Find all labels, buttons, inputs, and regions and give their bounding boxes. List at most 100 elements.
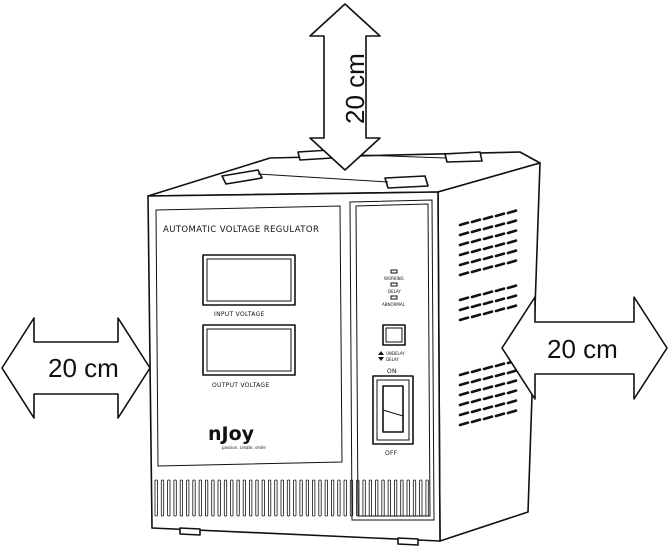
foot-right — [397, 537, 419, 546]
side-vent-slot — [494, 402, 506, 408]
output-voltage-display-inner — [206, 328, 292, 372]
side-vent-slot — [458, 316, 470, 322]
brand-logo: nJoy — [208, 423, 255, 445]
side-vent-slot — [494, 392, 506, 398]
side-vent-slot — [494, 242, 506, 248]
vent-slot — [337, 479, 341, 517]
side-vent-slot — [470, 408, 482, 414]
vent-slot — [286, 479, 291, 517]
vent-slot — [293, 479, 297, 517]
vent-slot — [343, 479, 347, 517]
vent-slot — [406, 479, 410, 517]
power-switch-rocker[interactable] — [382, 385, 404, 433]
side-vent-slot — [458, 231, 470, 237]
vent-slot — [261, 479, 265, 517]
vent-slot — [223, 479, 228, 517]
front-panel-border — [155, 205, 343, 467]
vent-slot — [419, 479, 423, 517]
side-vent-slot — [482, 365, 494, 371]
vent-slot — [267, 479, 272, 517]
power-off-label: OFF — [385, 450, 398, 457]
indicator-delay-label: DELAY — [388, 289, 401, 294]
side-vent-slot — [470, 418, 482, 424]
delay-switch[interactable] — [382, 324, 406, 346]
vent-slot — [393, 479, 398, 517]
side-vent-slot — [458, 241, 470, 247]
side-vent-slot — [470, 218, 482, 224]
front-vent-grille — [154, 479, 429, 517]
side-vent-slot — [494, 252, 506, 258]
side-vent-slot — [470, 258, 482, 264]
left-clearance-arrow — [1, 317, 151, 419]
brand-slogan: passion. create. smile — [222, 445, 266, 450]
vent-slot — [236, 479, 240, 517]
vent-slot — [167, 479, 171, 517]
power-switch-rocker-edge — [382, 409, 404, 417]
vent-slot — [324, 479, 328, 517]
side-vent-slot — [458, 401, 470, 407]
top-handle-right — [384, 175, 429, 189]
side-vent-slot — [470, 388, 482, 394]
regulator-unit: AUTOMATIC VOLTAGE REGULATOR INPUT VOLTAG… — [147, 149, 541, 546]
vent-slot — [387, 479, 391, 517]
undelay-mark-icon — [378, 351, 384, 355]
side-vent-slot — [470, 293, 482, 299]
input-voltage-display — [202, 254, 296, 306]
side-vent-slot — [506, 304, 518, 310]
vent-slot — [412, 479, 417, 517]
vent-slot — [198, 479, 202, 517]
side-vent-slot — [458, 261, 470, 267]
side-vent-slot — [506, 229, 518, 235]
left-clearance-label: 20 cm — [48, 353, 119, 383]
vent-slot — [255, 479, 259, 517]
side-vent-slot — [482, 290, 494, 296]
vent-slot — [217, 479, 221, 517]
vent-slot — [211, 479, 215, 517]
side-vent-slot — [470, 313, 482, 319]
side-vent-slot — [494, 212, 506, 218]
delay-switch-inner — [385, 327, 403, 343]
side-vent-slot — [470, 368, 482, 374]
power-on-label: ON — [387, 368, 397, 375]
power-switch-inner — [376, 379, 410, 441]
side-vent-slot — [506, 219, 518, 225]
vent-slot — [186, 479, 190, 517]
side-vent-grille — [458, 209, 518, 427]
side-vent-slot — [482, 255, 494, 261]
vent-slot — [160, 479, 165, 517]
delay-mark-icon — [378, 357, 384, 361]
vent-slot — [299, 479, 303, 517]
indicator-delay-led — [390, 282, 398, 287]
input-voltage-display-inner — [206, 258, 292, 302]
side-vent-slot — [458, 221, 470, 227]
side-vent-slot — [506, 389, 518, 395]
vent-slot — [179, 479, 183, 517]
side-vent-slot — [458, 306, 470, 312]
top-handle-left — [221, 169, 263, 185]
indicator-working-label: WORKING — [384, 276, 404, 281]
vent-slot — [356, 479, 360, 517]
side-vent-slot — [482, 385, 494, 391]
top-handle-bar — [257, 173, 389, 183]
side-vent-slot — [506, 284, 518, 290]
side-vent-slot — [482, 265, 494, 271]
vent-slot — [375, 479, 379, 517]
device-title: AUTOMATIC VOLTAGE REGULATOR — [163, 225, 319, 235]
vent-slot — [400, 479, 404, 517]
side-vent-slot — [458, 251, 470, 257]
side-vent-slot — [506, 399, 518, 405]
side-vent-slot — [458, 411, 470, 417]
side-vent-slot — [482, 300, 494, 306]
side-vent-slot — [494, 222, 506, 228]
control-strip-inner — [355, 203, 431, 517]
side-vent-slot — [482, 235, 494, 241]
side-vent-slot — [506, 294, 518, 300]
indicator-group: WORKING DELAY ABNORMAL — [382, 269, 406, 307]
indicator-abnormal-label: ABNORMAL — [382, 302, 406, 307]
side-vent-slot — [470, 248, 482, 254]
indicator-abnormal-led — [390, 295, 398, 300]
vent-slot — [242, 479, 246, 517]
vent-slot — [349, 479, 354, 517]
